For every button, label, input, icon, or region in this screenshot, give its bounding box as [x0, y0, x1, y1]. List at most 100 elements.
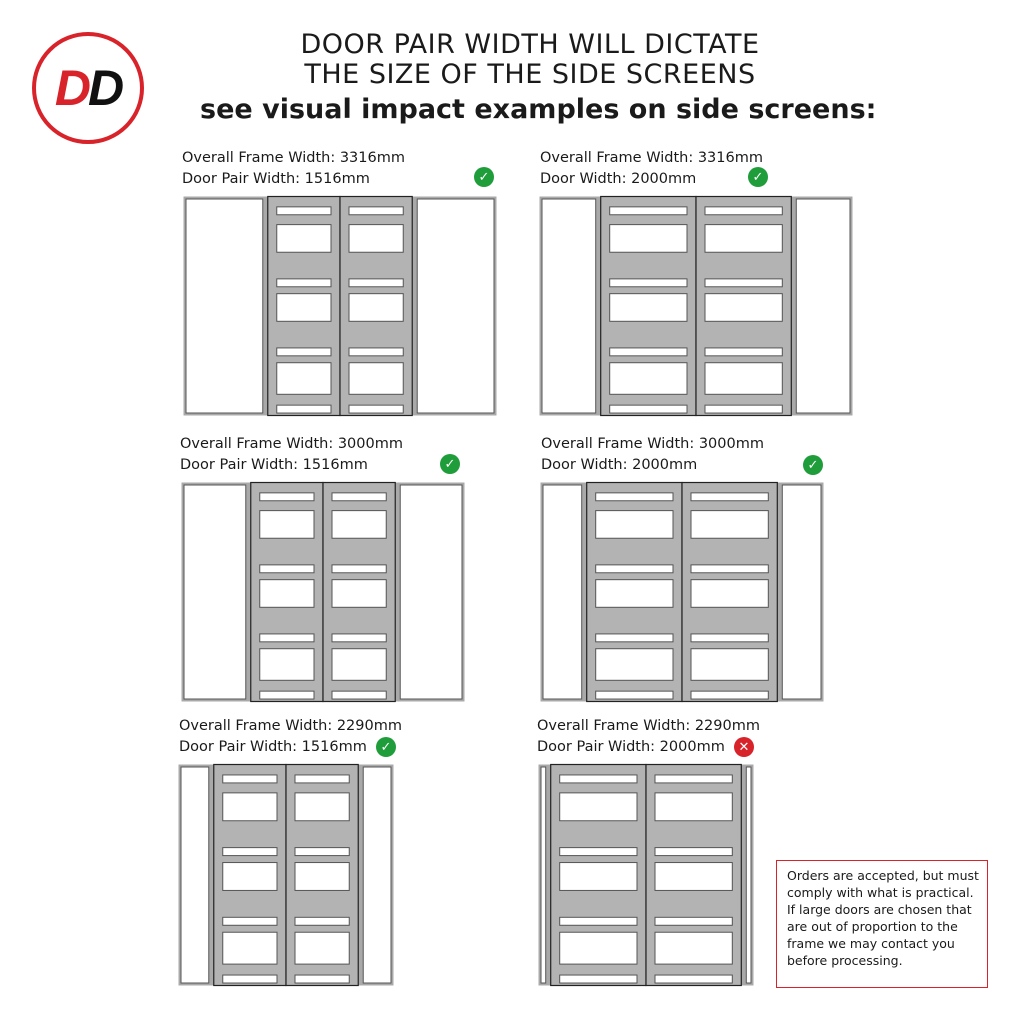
glass-pane [259, 633, 315, 643]
glass-pane [294, 974, 350, 984]
glass-pane [276, 293, 332, 322]
side-screen-right [399, 484, 463, 700]
glass-pane [654, 862, 733, 891]
glass-pane [559, 931, 638, 965]
door-leaf-right [322, 481, 396, 703]
example-3-frame-label: Overall Frame Width: 3000mm [180, 436, 403, 452]
diagram-svg [183, 195, 497, 417]
glass-pane [704, 347, 783, 357]
example-5-door-label: Door Pair Width: 1516mm [179, 739, 367, 755]
example-5-frame-label: Overall Frame Width: 2290mm [179, 718, 402, 734]
door-leaf-right [339, 195, 413, 417]
glass-pane [704, 206, 783, 216]
glass-pane [331, 492, 387, 502]
glass-pane [654, 916, 733, 926]
glass-pane [690, 633, 769, 643]
side-screen-left [542, 484, 583, 700]
notice-line-6: before processing. [787, 953, 903, 968]
door-leaf-left [550, 763, 647, 987]
example-3-check-circle-icon: ✓ [440, 454, 460, 474]
side-screen-left [183, 484, 247, 700]
glass-pane [348, 293, 404, 322]
brand-logo: DD [32, 32, 144, 144]
diagram-svg [539, 195, 853, 417]
glass-pane [222, 974, 278, 984]
door-leaf-left [250, 481, 324, 703]
glass-pane [276, 404, 332, 414]
door-leaf-left [600, 195, 697, 417]
glass-pane [294, 792, 350, 822]
glass-pane [331, 633, 387, 643]
glass-pane [259, 690, 315, 700]
example-5-diagram [177, 763, 395, 987]
glass-pane [259, 579, 315, 608]
notice-line-5: frame we may contact you [787, 936, 955, 951]
example-1-door-label: Door Pair Width: 1516mm [182, 171, 370, 187]
glass-pane [276, 206, 332, 216]
glass-pane [259, 564, 315, 574]
glass-pane [348, 362, 404, 395]
example-1-diagram [182, 195, 498, 417]
glass-pane [259, 492, 315, 502]
example-4-door-label: Door Width: 2000mm [541, 457, 698, 473]
diagram-svg [540, 481, 824, 703]
example-5-check-circle-icon: ✓ [376, 737, 396, 757]
glass-pane [609, 362, 688, 395]
example-3-diagram [180, 481, 466, 703]
glass-pane [704, 404, 783, 414]
glass-pane [595, 633, 674, 643]
diagram-svg [181, 481, 465, 703]
glass-pane [595, 579, 674, 608]
glass-pane [609, 224, 688, 253]
glass-pane [331, 579, 387, 608]
door-leaf-left [213, 763, 287, 987]
glass-pane [276, 347, 332, 357]
example-6-diagram [537, 763, 755, 987]
side-screen-right [795, 198, 851, 414]
glass-pane [654, 847, 733, 857]
example-4-check-circle-icon: ✓ [803, 455, 823, 475]
glass-pane [222, 792, 278, 822]
example-2-check-circle-icon: ✓ [748, 167, 768, 187]
glass-pane [609, 206, 688, 216]
glass-pane [704, 224, 783, 253]
glass-pane [222, 774, 278, 784]
glass-pane [609, 293, 688, 322]
door-leaf-right [695, 195, 792, 417]
glass-pane [559, 774, 638, 784]
door-leaf-right [645, 763, 742, 987]
glass-pane [222, 916, 278, 926]
side-screen-left [180, 766, 210, 984]
glass-pane [690, 564, 769, 574]
glass-pane [259, 510, 315, 539]
glass-pane [222, 862, 278, 891]
glass-pane [595, 648, 674, 681]
logo-lettering: DD [54, 60, 124, 116]
glass-pane [222, 931, 278, 965]
glass-pane [294, 847, 350, 857]
door-leaf-left [586, 481, 683, 703]
heading-line-1: DOOR PAIR WIDTH WILL DICTATE [300, 29, 760, 60]
side-screen-right [781, 484, 822, 700]
glass-pane [595, 510, 674, 539]
glass-pane [654, 931, 733, 965]
example-4-frame-label: Overall Frame Width: 3000mm [541, 436, 764, 452]
glass-pane [690, 690, 769, 700]
door-leaf-right [681, 481, 778, 703]
glass-pane [348, 404, 404, 414]
glass-pane [294, 862, 350, 891]
glass-pane [690, 492, 769, 502]
glass-pane [559, 916, 638, 926]
diagram-svg [178, 763, 394, 987]
glass-pane [276, 362, 332, 395]
door-leaf-right [285, 763, 359, 987]
glass-pane [294, 774, 350, 784]
glass-pane [559, 862, 638, 891]
side-screen-left [540, 766, 547, 984]
glass-pane [331, 564, 387, 574]
glass-pane [331, 648, 387, 681]
example-2-door-label: Door Width: 2000mm [540, 171, 697, 187]
notice-line-4: are out of proportion to the [787, 919, 958, 934]
heading-line-2: THE SIZE OF THE SIDE SCREENS [304, 59, 756, 90]
glass-pane [259, 648, 315, 681]
